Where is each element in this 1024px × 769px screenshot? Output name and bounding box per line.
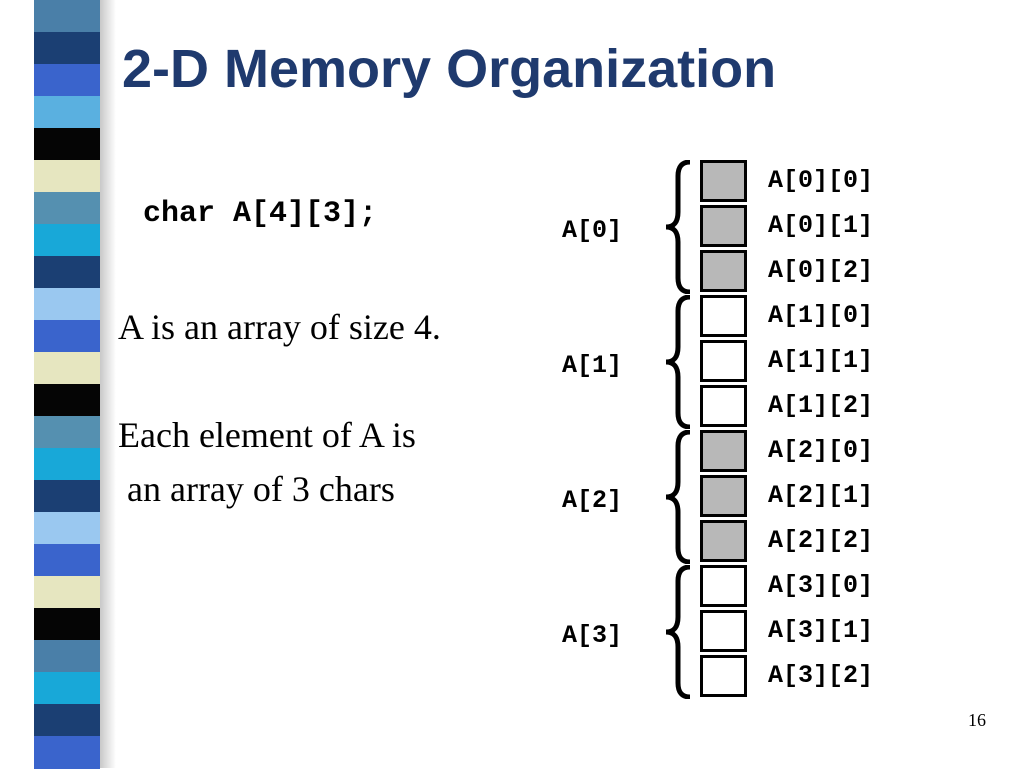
stripe-block (34, 224, 100, 257)
stripe-block (34, 352, 100, 385)
group-brace (665, 160, 691, 294)
memory-cell (700, 655, 747, 697)
stripe-block (34, 512, 100, 545)
group-label: A[1] (562, 351, 623, 380)
decorative-stripe (34, 0, 100, 769)
memory-cell (700, 340, 747, 382)
memory-cell (700, 385, 747, 427)
stripe-block (34, 256, 100, 289)
stripe-block (34, 64, 100, 97)
stripe-block (34, 96, 100, 129)
memory-cell (700, 160, 747, 202)
stripe-block (34, 192, 100, 225)
stripe-block (34, 0, 100, 33)
memory-cell (700, 295, 747, 337)
stripe-block (34, 544, 100, 577)
memory-cell-label: A[3][0] (768, 571, 874, 600)
stripe-block (34, 288, 100, 321)
stripe-block (34, 704, 100, 737)
memory-cell-label: A[2][1] (768, 481, 874, 510)
stripe-shadow (100, 0, 116, 768)
stripe-block (34, 128, 100, 161)
memory-cell (700, 250, 747, 292)
stripe-block (34, 320, 100, 353)
page-number: 16 (968, 710, 986, 730)
memory-cell (700, 610, 747, 652)
memory-cell-label: A[2][0] (768, 436, 874, 465)
stripe-block (34, 640, 100, 673)
memory-cell-label: A[3][2] (768, 661, 874, 690)
memory-cell-label: A[0][2] (768, 256, 874, 285)
stripe-block (34, 608, 100, 641)
slide-title: 2-D Memory Organization (122, 39, 777, 99)
group-brace (665, 295, 691, 429)
memory-cell (700, 565, 747, 607)
memory-cell (700, 205, 747, 247)
memory-cell-label: A[1][2] (768, 391, 874, 420)
group-brace (665, 430, 691, 564)
stripe-block (34, 384, 100, 417)
stripe-block (34, 448, 100, 481)
memory-cell-label: A[1][0] (768, 301, 874, 330)
stripe-block (34, 672, 100, 705)
code-declaration: char A[4][3]; (143, 197, 378, 231)
stripe-block (34, 160, 100, 193)
stripe-block (34, 736, 100, 769)
stripe-block (34, 480, 100, 513)
memory-cell-label: A[2][2] (768, 526, 874, 555)
group-label: A[3] (562, 621, 623, 650)
memory-cell (700, 520, 747, 562)
memory-cell (700, 475, 747, 517)
group-brace (665, 565, 691, 699)
memory-cell-label: A[1][1] (768, 346, 874, 375)
memory-cell-label: A[3][1] (768, 616, 874, 645)
memory-cell-label: A[0][1] (768, 211, 874, 240)
text-line-3: an array of 3 chars (118, 469, 395, 509)
memory-cell-label: A[0][0] (768, 166, 874, 195)
text-line-1: A is an array of size 4. (118, 307, 441, 347)
memory-cell (700, 430, 747, 472)
group-label: A[2] (562, 486, 623, 515)
group-label: A[0] (562, 216, 623, 245)
stripe-block (34, 416, 100, 449)
stripe-block (34, 32, 100, 65)
text-line-2: Each element of A is (118, 415, 416, 455)
stripe-block (34, 576, 100, 609)
